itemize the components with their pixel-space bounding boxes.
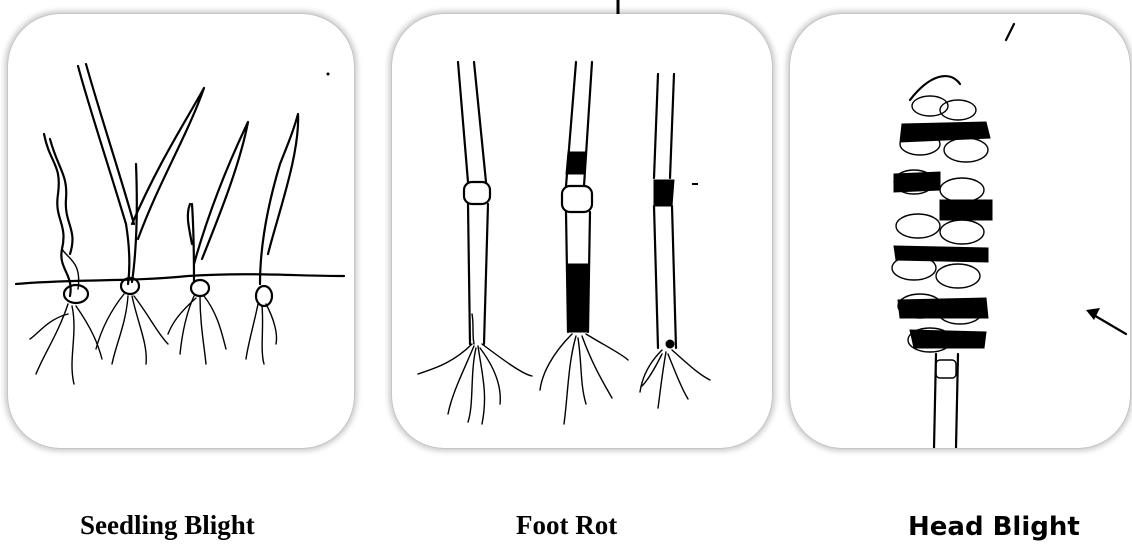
- seedling-blight-drawing: [8, 14, 354, 448]
- foot-rot-panel: [392, 14, 772, 448]
- head-blight-caption: Head Blight: [908, 514, 1080, 540]
- seedling-blight-caption: Seedling Blight: [80, 512, 255, 539]
- foot-rot-caption: Foot Rot: [516, 512, 617, 539]
- head-blight-drawing: [790, 14, 1130, 448]
- seedling-blight-panel: [8, 14, 354, 448]
- foot-rot-drawing: [392, 14, 772, 448]
- head-blight-panel: [790, 14, 1130, 448]
